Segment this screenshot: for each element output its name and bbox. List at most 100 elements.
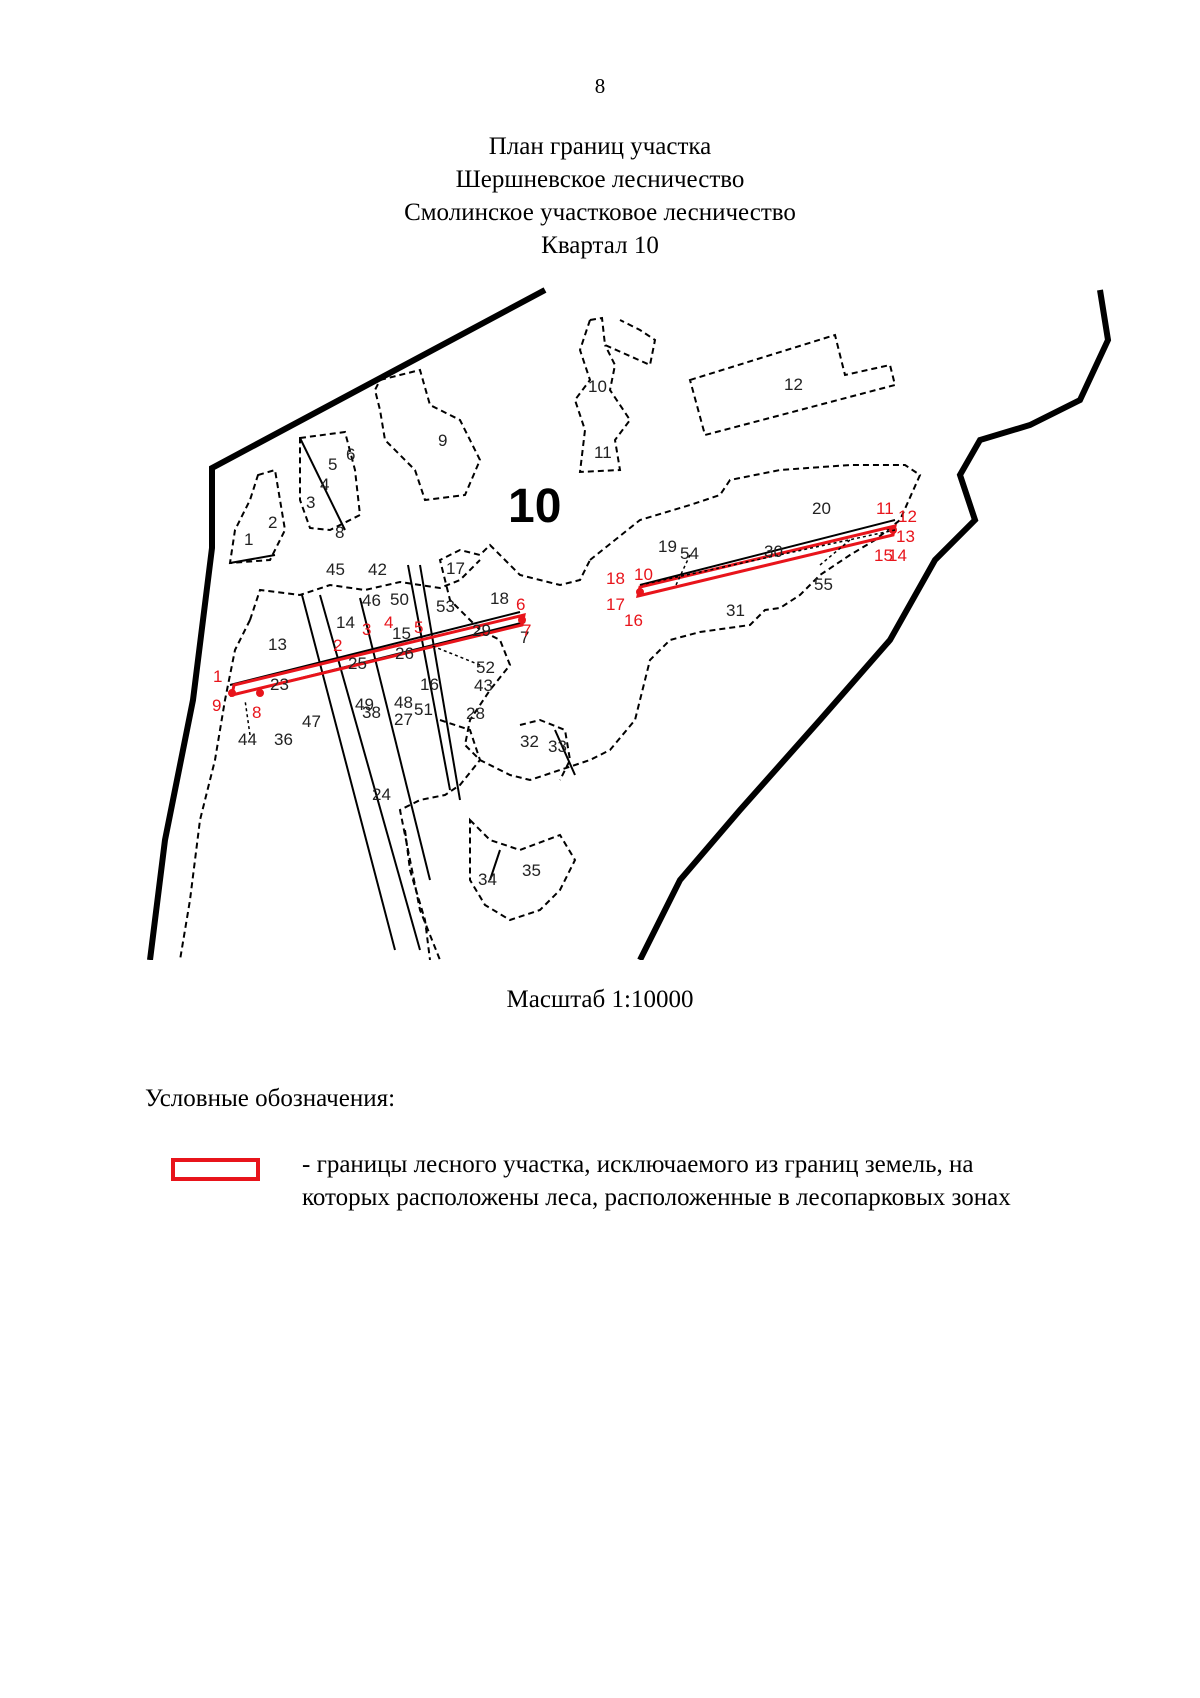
plot-number-label: 12 <box>784 375 803 394</box>
clearing-line <box>229 554 276 564</box>
plot-number-label: 50 <box>390 590 409 609</box>
title-line-3: Смолинское участковое лесничество <box>404 199 796 226</box>
plot-number-label: 44 <box>238 730 257 749</box>
clearing-line <box>359 597 431 881</box>
boundary-point-marker <box>636 588 644 596</box>
plot-number-label: 5 <box>328 455 337 474</box>
boundary-point-label: 9 <box>212 696 221 715</box>
plot-number-label: 24 <box>372 785 391 804</box>
plot-boundary <box>249 559 481 621</box>
plot-number-label: 42 <box>368 560 387 579</box>
boundary-point-label: 14 <box>888 546 907 565</box>
quarter-number-label: 10 <box>508 480 561 533</box>
plot-number-label: 54 <box>680 544 699 563</box>
boundary-point-label: 2 <box>333 636 342 655</box>
leader-line <box>639 529 896 586</box>
plot-number-label: 36 <box>274 730 293 749</box>
clearing-line <box>554 729 576 776</box>
page-title: План границ участка Шершневское лесничес… <box>0 130 1200 262</box>
plot-boundary <box>299 430 362 532</box>
plot-boundary <box>519 718 572 781</box>
plot-number-label: 15 <box>392 624 411 643</box>
boundary-point-label: 7 <box>522 621 531 640</box>
plot-number-label: 14 <box>336 613 355 632</box>
plot-boundary <box>688 333 897 437</box>
boundary-point-label: 16 <box>624 611 643 630</box>
plot-boundary <box>179 619 251 960</box>
plot-number-label: 1 <box>244 530 253 549</box>
plot-number-label: 10 <box>588 377 607 396</box>
boundary-point-label: 15 <box>874 546 893 565</box>
boundary-point-label: 12 <box>898 507 917 526</box>
clearing-line <box>489 849 501 881</box>
plot-boundary <box>228 468 287 565</box>
plot-number-label: 3 <box>306 493 315 512</box>
clearing-line <box>639 519 896 586</box>
plot-number-label: 17 <box>446 559 465 578</box>
boundary-point-label: 10 <box>634 565 653 584</box>
boundary-point-label: 6 <box>516 595 525 614</box>
clearing-line <box>319 594 421 951</box>
plot-number-label: 31 <box>726 601 745 620</box>
leader-line <box>819 539 851 566</box>
plot-number-label: 6 <box>346 445 355 464</box>
quarter-boundary-west <box>147 287 547 960</box>
page-number: 8 <box>594 74 606 98</box>
plot-number-label: 53 <box>436 597 455 616</box>
boundary-point-marker <box>228 689 236 697</box>
plot-number-label: 30 <box>764 542 783 561</box>
plot-number-label: 9 <box>438 431 447 450</box>
plot-number-label: 2 <box>268 513 277 532</box>
plot-number-label: 43 <box>474 676 493 695</box>
boundary-point-marker <box>518 616 526 624</box>
boundary-point-label: 13 <box>896 527 915 546</box>
plot-number-label: 4 <box>320 475 329 494</box>
plot-number-label: 55 <box>814 575 833 594</box>
plot-number-label: 25 <box>348 654 367 673</box>
clearing-line <box>299 437 346 531</box>
plot-number-label: 46 <box>362 591 381 610</box>
boundary-point-label: 17 <box>606 595 625 614</box>
clearing-line <box>301 594 396 951</box>
plot-number-label: 18 <box>490 589 509 608</box>
plot-number-label: 38 <box>362 703 381 722</box>
boundary-point-label: 1 <box>213 667 222 686</box>
boundary-point-label: 8 <box>252 703 261 722</box>
plot-boundary <box>589 316 657 367</box>
leader-line <box>429 644 481 666</box>
plot-boundary <box>373 368 482 502</box>
excluded-plot-boundary-west <box>230 612 526 698</box>
forest-plot-map: 10 1234567891011121314151617181920232425… <box>147 287 1112 960</box>
title-line-4: Квартал 10 <box>541 232 659 259</box>
plot-number-label: 35 <box>522 861 541 880</box>
plot-boundary <box>469 817 577 922</box>
clearing-line <box>407 564 451 791</box>
plot-number-label: 8 <box>335 523 344 542</box>
quarter-boundary-east <box>637 289 1112 960</box>
boundary-point-label: 3 <box>362 620 371 639</box>
plot-number-label: 51 <box>414 700 433 719</box>
plot-number-label: 7 <box>520 628 529 647</box>
plot-number-label: 45 <box>326 560 345 579</box>
plot-number-label: 11 <box>594 443 612 462</box>
legend-text-line-2: которых расположены леса, расположенные … <box>302 1184 1011 1211</box>
plot-number-label: 20 <box>812 499 831 518</box>
boundary-point-marker <box>256 689 264 697</box>
boundary-point-label: 18 <box>606 569 625 588</box>
boundary-point-label: 4 <box>384 613 393 632</box>
plot-number-label: 29 <box>472 621 491 640</box>
map-scale: Масштаб 1:10000 <box>506 986 694 1013</box>
plot-number-label: 52 <box>476 658 495 677</box>
plot-number-label: 34 <box>478 870 497 889</box>
boundary-point-label: 11 <box>876 499 894 518</box>
plot-number-label: 23 <box>270 675 289 694</box>
plot-number-label: 26 <box>395 644 414 663</box>
plot-number-label: 16 <box>420 675 439 694</box>
plot-number-label: 48 <box>394 693 413 712</box>
boundary-point-label: 5 <box>414 618 423 637</box>
plot-boundary <box>438 464 922 782</box>
legend-heading: Условные обозначения: <box>145 1085 396 1112</box>
plot-number-label: 27 <box>394 710 413 729</box>
legend-boundary-swatch <box>171 1158 260 1181</box>
plot-boundary <box>404 829 431 960</box>
